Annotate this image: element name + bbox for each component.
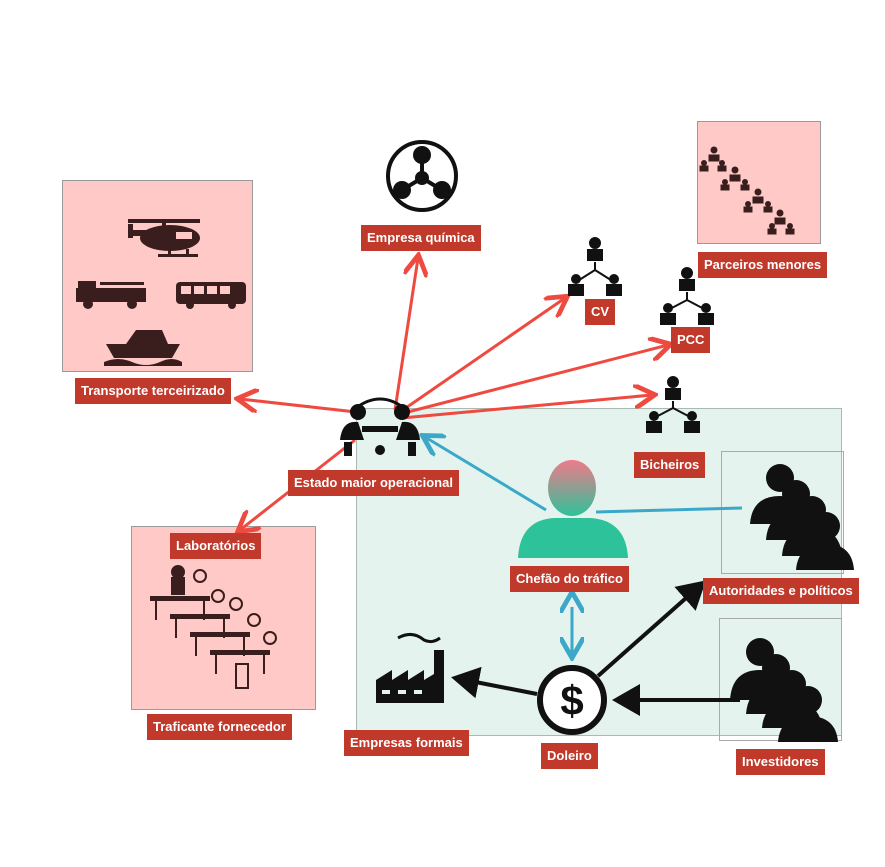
label-bicheiros: Bicheiros [634,452,706,478]
arrow-chefao-to-estado [425,437,547,512]
org-network-icon-bicheiros [646,376,700,433]
label-empresas-formais: Empresas formais [344,730,469,756]
org-network-icon-pcc [660,267,714,325]
fire-truck-icon [76,281,146,309]
parceiros-area [697,121,821,244]
arrow-to-pcc [399,345,668,416]
hazard-icon [386,140,458,212]
crowd-icon-investidores [730,638,838,742]
meeting-icon [340,397,420,456]
dollar-icon: $ [537,665,607,735]
factory-icon [376,633,444,703]
arrow-to-bicheiros [401,395,652,420]
label-cv: CV [585,299,616,325]
autoridades-frame [721,451,844,574]
label-traficante: Traficante fornecedor [147,714,292,740]
boat-icon [104,330,182,366]
label-parceiros-menores: Parceiros menores [698,252,828,278]
blue-arrows [425,437,743,655]
label-autoridades: Autoridades e políticos [703,578,859,604]
arrow-doleiro-to-empresas [451,666,538,699]
arrow-to-transporte [240,399,357,414]
arrow-to-cv [399,298,565,414]
bus-icon [176,282,246,309]
label-transporte-terceirizado: Transporte terceirizado [75,378,231,404]
org-network-icon-cv [568,237,622,296]
lab-workers-icon [150,565,277,689]
label-empresa-quimica: Empresa química [361,225,481,251]
boss-person-icon [518,460,628,558]
org-network-icon-parceiros [699,146,795,235]
red-arrows [240,258,668,530]
label-doleiro: Doleiro [541,743,598,769]
black-arrows [451,580,740,716]
svg-text:$: $ [560,677,583,724]
line-chefao-autoridades [595,506,743,514]
label-pcc: PCC [671,327,711,353]
label-estado-maior: Estado maior operacional [288,470,459,496]
arrow-to-empresa-quimica [393,258,418,411]
label-investidores: Investidores [736,749,825,775]
label-chefao: Chefão do tráfico [510,566,629,592]
arrow-doleiro-to-autoridades [596,580,706,678]
helicopter-icon [128,219,200,257]
label-laboratorios: Laboratórios [170,533,262,559]
crowd-icon-autoridades [750,464,854,570]
